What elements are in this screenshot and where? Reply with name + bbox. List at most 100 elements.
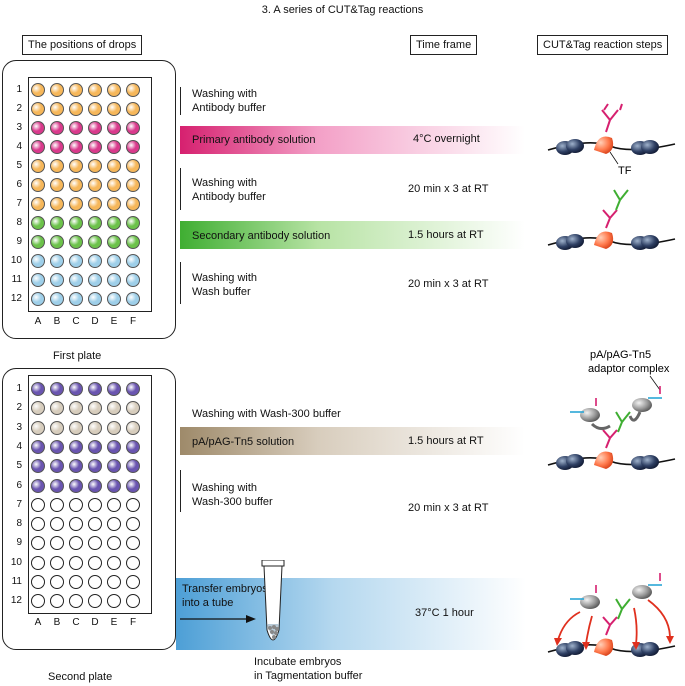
row-label: 9 xyxy=(16,537,22,549)
second-plate-caption: Second plate xyxy=(48,671,113,683)
step-wash-2-line1: Washing with xyxy=(192,177,258,189)
well-green xyxy=(31,216,45,230)
well-blue xyxy=(69,254,83,268)
step-marker xyxy=(180,87,181,115)
well-empty xyxy=(50,575,64,589)
well-empty xyxy=(31,555,45,570)
row-label: 3 xyxy=(16,122,22,133)
well-purple xyxy=(88,382,102,396)
well-empty xyxy=(126,555,140,570)
well-purple xyxy=(69,478,83,493)
well-green xyxy=(126,216,140,230)
time-tn5: 1.5 hours at RT xyxy=(408,435,484,447)
well-purple xyxy=(126,439,140,454)
well-magenta xyxy=(69,140,83,154)
well-green xyxy=(107,216,121,230)
well-orange xyxy=(88,159,102,173)
well-beige xyxy=(88,420,102,435)
well-blue xyxy=(107,273,121,287)
step-marker xyxy=(180,168,181,210)
primary-antibody-bar xyxy=(180,126,525,154)
well-empty xyxy=(31,497,45,512)
well-orange xyxy=(31,197,45,211)
row-label: 2 xyxy=(16,402,22,414)
column-label: E xyxy=(110,617,118,628)
tn5-bar xyxy=(180,427,525,455)
well-empty xyxy=(88,497,102,512)
well-orange xyxy=(107,102,121,116)
well-orange xyxy=(69,178,83,192)
row-label: 10 xyxy=(10,255,22,266)
well-purple xyxy=(50,459,64,474)
step-marker xyxy=(180,470,181,512)
well-orange xyxy=(31,102,45,116)
well-blue xyxy=(126,292,140,306)
column-label: D xyxy=(91,617,99,628)
well-blue xyxy=(88,273,102,287)
well-orange xyxy=(107,197,121,211)
well-beige xyxy=(31,401,45,416)
row-label: 1 xyxy=(16,383,22,394)
well-magenta xyxy=(107,140,121,154)
row-label: 4 xyxy=(16,141,22,152)
well-orange xyxy=(126,197,140,211)
well-blue xyxy=(107,254,121,268)
well-empty xyxy=(107,555,121,570)
well-orange xyxy=(88,83,102,97)
well-magenta xyxy=(31,140,45,154)
well-purple xyxy=(88,439,102,454)
well-empty xyxy=(107,517,121,532)
well-blue xyxy=(50,273,64,287)
reaction-step-illustrations: TF pA/pAG-Tn5 adaptor complex xyxy=(547,103,676,657)
column-label: C xyxy=(72,617,80,628)
complex-label-line2: adaptor complex xyxy=(588,363,670,375)
well-magenta xyxy=(88,121,102,135)
well-empty xyxy=(31,517,45,532)
well-magenta xyxy=(88,140,102,154)
well-magenta xyxy=(107,121,121,135)
tagmentation-bar xyxy=(176,578,526,650)
header-reaction-steps: CUT&Tag reaction steps xyxy=(537,35,669,55)
secondary-antibody-binding-icon xyxy=(547,189,676,250)
well-blue xyxy=(126,273,140,287)
well-purple xyxy=(69,382,83,396)
step-primary-antibody: Primary antibody solution xyxy=(192,134,316,146)
column-label: F xyxy=(129,617,137,628)
well-magenta xyxy=(126,121,140,135)
time-wash-2: 20 min x 3 at RT xyxy=(408,183,489,195)
row-label: 5 xyxy=(16,460,22,472)
well-empty xyxy=(31,594,45,609)
row-label: 2 xyxy=(16,103,22,114)
time-tagmentation: 37°C 1 hour xyxy=(415,607,474,619)
well-beige xyxy=(107,401,121,416)
time-primary-antibody: 4°C overnight xyxy=(413,133,480,145)
well-empty xyxy=(50,517,64,532)
column-label: C xyxy=(72,316,80,327)
well-empty xyxy=(107,536,121,551)
well-purple xyxy=(107,439,121,454)
well-blue xyxy=(88,292,102,306)
figure-title: 3. A series of CUT&Tag reactions xyxy=(261,4,424,16)
well-purple xyxy=(50,382,64,396)
well-orange xyxy=(69,102,83,116)
well-purple xyxy=(31,459,45,474)
well-empty xyxy=(50,536,64,551)
well-orange xyxy=(31,159,45,173)
well-beige xyxy=(69,401,83,416)
column-label: B xyxy=(53,617,61,628)
row-label: 4 xyxy=(16,440,22,452)
well-empty xyxy=(88,575,102,589)
well-purple xyxy=(31,382,45,396)
time-wash-3: 20 min x 3 at RT xyxy=(408,278,489,290)
well-empty xyxy=(126,594,140,609)
column-label: A xyxy=(34,617,42,628)
header-positions: The positions of drops xyxy=(22,35,143,55)
row-label: 12 xyxy=(10,595,22,607)
well-beige xyxy=(107,420,121,435)
well-purple xyxy=(50,439,64,454)
well-magenta xyxy=(31,121,45,135)
well-purple xyxy=(88,478,102,493)
well-magenta xyxy=(126,140,140,154)
well-green xyxy=(107,235,121,249)
well-purple xyxy=(126,382,140,396)
